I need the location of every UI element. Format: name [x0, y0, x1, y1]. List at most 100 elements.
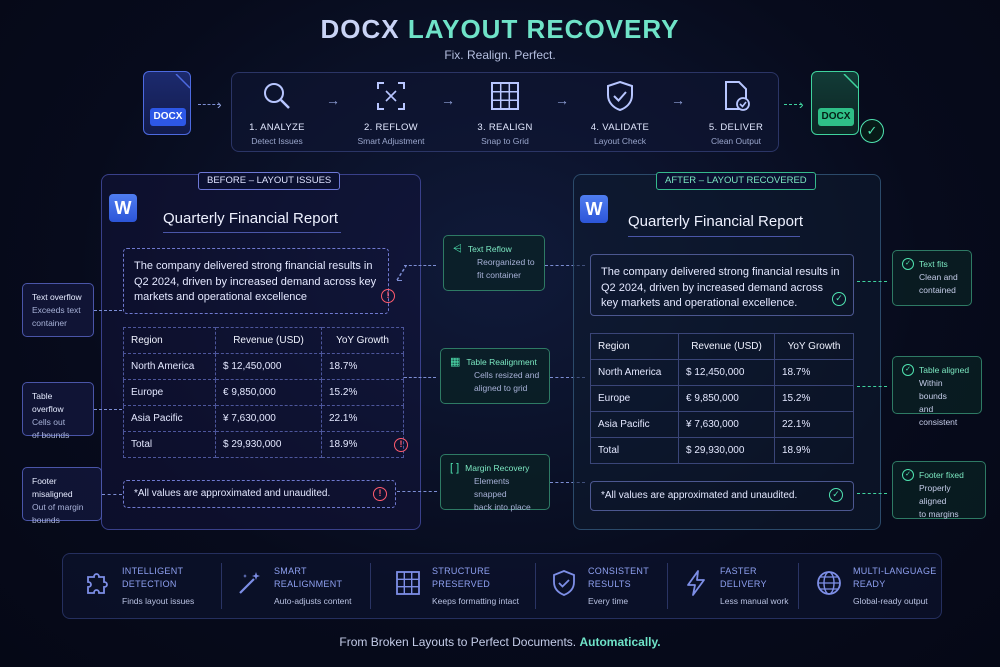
bottom-tagline: From Broken Layouts to Perfect Documents…	[0, 635, 1000, 649]
result-desc: Clean and	[919, 272, 958, 282]
title-underline	[163, 232, 341, 233]
table-cell: Europe	[590, 385, 679, 412]
result-desc: contained	[919, 285, 956, 295]
table-row: Total $ 29,930,000 18.9%	[590, 437, 854, 464]
issue-title: Text overflow	[32, 292, 82, 302]
table-row: Asia Pacific ¥ 7,630,000 22.1%	[590, 411, 854, 438]
table-header: Revenue (USD)	[678, 333, 775, 360]
issue-title: Footer misaligned	[32, 476, 73, 499]
feature-title: STRUCTURE	[432, 566, 491, 576]
table-cell: 15.2%	[774, 385, 854, 412]
step-desc: Smart Adjustment	[357, 136, 425, 146]
issue-desc: of bounds	[32, 430, 70, 440]
connector-line	[550, 377, 585, 378]
feature-title: DELIVERY	[720, 579, 767, 589]
table-cell: Europe	[123, 379, 216, 406]
reflow-icon: ⩤	[453, 243, 462, 255]
after-paragraph: The company delivered strong financial r…	[590, 254, 854, 316]
step-desc: Snap to Grid	[481, 136, 529, 146]
after-doc-title: Quarterly Financial Report	[628, 213, 804, 230]
reflow-icon	[341, 80, 441, 114]
check-circle-icon: ✓	[832, 292, 846, 306]
result-desc: Properly aligned	[919, 483, 951, 506]
table-cell: ¥ 7,630,000	[215, 405, 322, 432]
page-subtitle: Fix. Realign. Perfect.	[444, 48, 556, 62]
table-cell: 18.7%	[774, 359, 854, 386]
table-cell: North America	[123, 353, 216, 380]
connector-line	[396, 265, 407, 281]
file-lines-icon	[843, 74, 859, 89]
connector-line	[857, 386, 887, 387]
step-desc: Clean Output	[710, 136, 762, 146]
table-cell: $ 29,930,000	[215, 431, 322, 458]
check-circle-icon: ✓	[860, 119, 884, 143]
check-circle-icon: ✓	[902, 258, 914, 270]
feature-title: DETECTION	[122, 579, 177, 589]
connector-line	[545, 265, 585, 266]
issue-desc: Exceeds text	[32, 305, 81, 315]
issue-title: Table overflow	[32, 391, 64, 414]
fix-desc: Reorganized to	[477, 257, 535, 267]
warning-icon: !	[394, 438, 408, 452]
result-desc: Within bounds	[919, 378, 947, 401]
table-row: Europe € 9,850,000 15.2%	[123, 379, 404, 406]
result-desc: and consistent	[919, 404, 958, 427]
pipeline-step-deliver: 5. DELIVER Clean Output	[686, 80, 786, 146]
pipeline-box	[231, 72, 779, 152]
document-check-icon	[686, 80, 786, 114]
table-row: Total $ 29,930,000 18.9%	[123, 431, 404, 458]
table-header: Region	[590, 333, 679, 360]
connector-line	[784, 104, 802, 105]
arrow-right-icon: →	[671, 92, 685, 108]
fix-title: Table Realignment	[466, 357, 537, 367]
table-header: YoY Growth	[774, 333, 854, 360]
connector-line	[397, 491, 437, 492]
pipeline-step-validate: 4. VALIDATE Layout Check	[570, 80, 670, 146]
check-circle-icon: ✓	[902, 469, 914, 481]
step-name: 2. REFLOW	[364, 122, 418, 133]
fix-title: Text Reflow	[467, 244, 512, 254]
puzzle-icon	[84, 569, 114, 599]
table-header: Region	[123, 327, 216, 354]
table-header-row: Region Revenue (USD) YoY Growth	[123, 327, 404, 354]
check-circle-icon: ✓	[829, 488, 843, 502]
step-desc: Layout Check	[594, 136, 646, 146]
divider	[221, 563, 222, 609]
result-title: Footer fixed	[919, 470, 964, 480]
word-logo-icon: W	[580, 195, 608, 223]
feature-title: REALIGNMENT	[274, 579, 343, 589]
table-row: Europe € 9,850,000 15.2%	[590, 385, 854, 412]
fix-table-realignment: ▦Table Realignment Cells resized and ali…	[440, 348, 550, 404]
warning-icon: !	[373, 487, 387, 501]
table-cell: 18.9%	[321, 431, 404, 458]
grid-icon: ▦	[450, 356, 461, 368]
connector-line	[102, 494, 122, 495]
word-logo-icon: W	[109, 194, 137, 222]
step-name: 3. REALIGN	[477, 122, 533, 133]
table-header: Revenue (USD)	[215, 327, 322, 354]
docx-output-file-icon: DOCX	[811, 71, 859, 135]
connector-line	[404, 265, 436, 266]
result-title: Table aligned	[919, 365, 970, 375]
connector-line	[198, 104, 220, 105]
arrow-right-icon: →	[555, 92, 569, 108]
step-name: 5. DELIVER	[708, 122, 764, 133]
divider	[535, 563, 536, 609]
docx-input-label: DOCX	[150, 108, 186, 126]
feature-title: PRESERVED	[432, 579, 491, 589]
fix-desc: fit container	[477, 270, 521, 280]
feature-title: INTELLIGENT	[122, 566, 184, 576]
connector-line	[404, 377, 436, 378]
fix-text-reflow: ⩤ Text Reflow Reorganized to fit containe…	[443, 235, 545, 291]
fix-desc: aligned to grid	[474, 383, 528, 393]
before-table: Region Revenue (USD) YoY Growth North Am…	[123, 327, 404, 458]
table-row: North America $ 12,450,000 18.7%	[123, 353, 404, 380]
issue-desc: bounds	[32, 515, 60, 525]
issue-table-overflow: Table overflow Cells out of bounds	[22, 382, 94, 440]
globe-icon	[815, 569, 845, 599]
table-cell: ¥ 7,630,000	[678, 411, 775, 438]
